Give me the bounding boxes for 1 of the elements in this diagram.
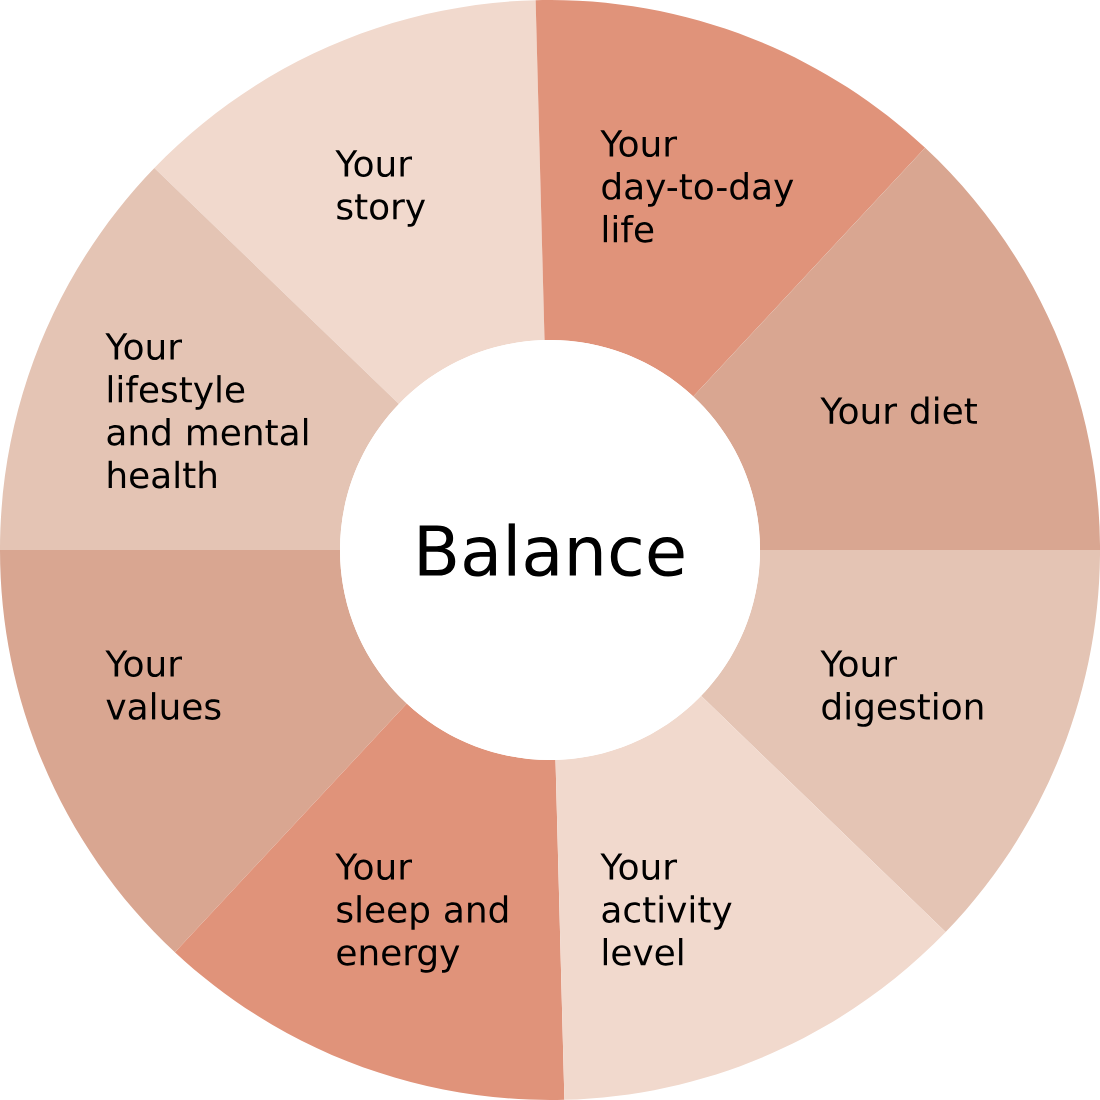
wheel-segment: Your day-to-day life: [535, 0, 926, 397]
